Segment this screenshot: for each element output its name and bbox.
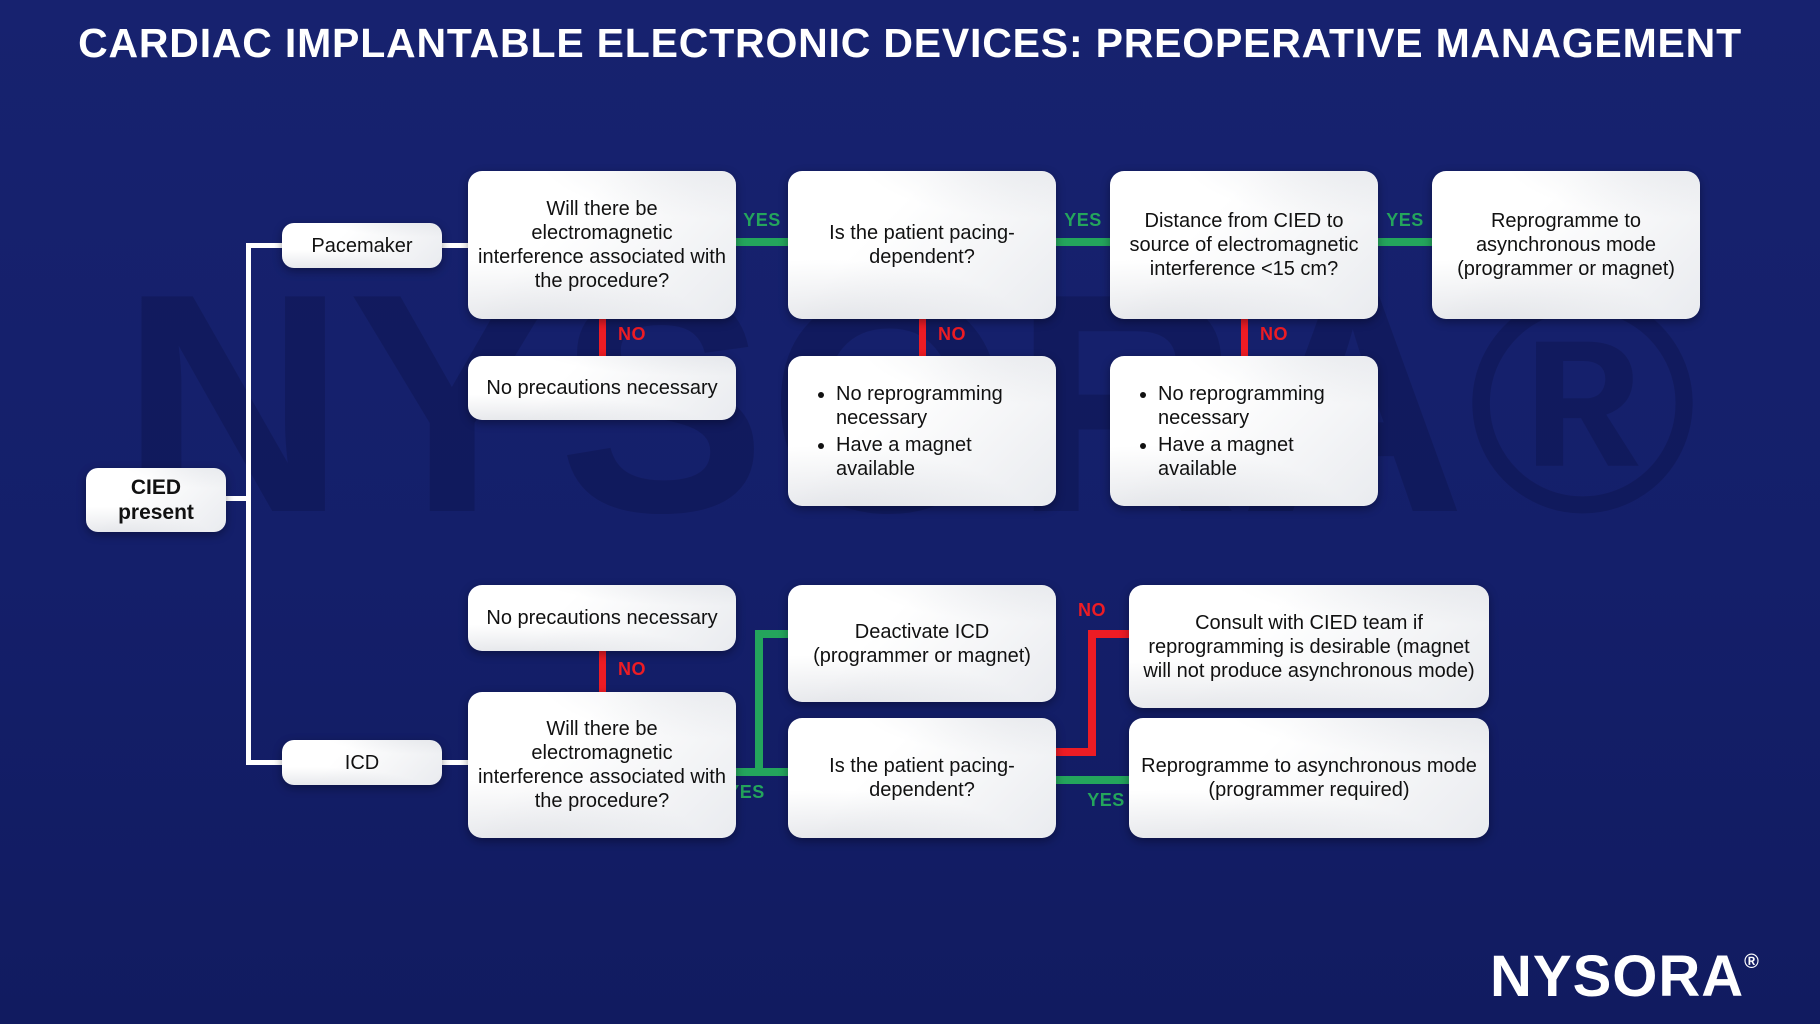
node-icd-deactivate: Deactivate ICD (programmer or magnet) <box>788 585 1056 702</box>
node-pm-emi-question: Will there be electromagnetic interferen… <box>468 171 736 319</box>
no-label: NO <box>618 658 646 679</box>
connector-no-icd-pacing-stub <box>1056 748 1096 756</box>
nysora-logo-text: NYSORA <box>1490 944 1745 1009</box>
no-label: NO <box>1260 323 1288 344</box>
connector-cied-trunk <box>226 496 251 501</box>
node-icd-reprogramme: Reprogramme to asynchronous mode (progra… <box>1129 718 1489 838</box>
yes-label: YES <box>1386 209 1424 230</box>
cied-label-line1: CIED <box>130 475 182 499</box>
page-title: CARDIAC IMPLANTABLE ELECTRONIC DEVICES: … <box>78 20 1742 66</box>
node-pm-pacing-question: Is the patient pacing-dependent? <box>788 171 1056 319</box>
cied-label-line2: present <box>118 501 194 524</box>
connector-yes-pm-3 <box>1378 238 1432 246</box>
node-pm-no-precautions: No precautions necessary <box>468 356 736 420</box>
no-label: NO <box>1078 599 1106 620</box>
connector-no-pm-1 <box>599 319 606 356</box>
node-pm-pacing-no-actions: No reprogramming necessary Have a magnet… <box>788 356 1056 506</box>
yes-label: YES <box>743 209 781 230</box>
node-pm-reprogramme: Reprogramme to asynchronous mode (progra… <box>1432 171 1700 319</box>
no-label: NO <box>618 323 646 344</box>
connector-trunk-pacemaker <box>246 243 282 248</box>
node-icd: ICD <box>282 740 442 785</box>
nysora-logo: NYSORA® <box>1490 948 1759 1006</box>
bullet-item: No reprogramming necessary <box>1158 382 1368 430</box>
registered-mark-icon: ® <box>1744 951 1759 973</box>
node-icd-emi-question: Will there be electromagnetic interferen… <box>468 692 736 838</box>
connector-no-pm-2 <box>919 319 926 356</box>
connector-yes-icd-vertical <box>755 630 763 776</box>
node-icd-no-precautions: No precautions necessary <box>468 585 736 651</box>
no-label: NO <box>938 323 966 344</box>
connector-no-icd-pacing-top <box>1088 630 1129 638</box>
bullet-item: Have a magnet available <box>836 433 1046 481</box>
node-icd-consult: Consult with CIED team if reprogramming … <box>1129 585 1489 708</box>
connector-yes-pm-2 <box>1056 238 1110 246</box>
connector-no-pm-3 <box>1241 319 1248 356</box>
connector-yes-icd-pacing <box>1056 776 1129 784</box>
connector-yes-icd-stub <box>755 630 788 638</box>
connector-yes-pm-1 <box>736 238 788 246</box>
node-pacemaker: Pacemaker <box>282 223 442 268</box>
connector-trunk-icd <box>246 760 282 765</box>
yes-label: YES <box>1087 789 1125 810</box>
bullet-list: No reprogramming necessary Have a magnet… <box>1120 379 1368 484</box>
trunk-line <box>246 243 251 765</box>
yes-label: YES <box>1064 209 1102 230</box>
node-cied-present: CIED present <box>86 468 226 532</box>
yes-label: YES <box>727 781 765 802</box>
connector-pacemaker-question <box>442 243 468 248</box>
connector-no-icd-emi <box>599 651 606 692</box>
bullet-item: Have a magnet available <box>1158 433 1368 481</box>
bullet-item: No reprogramming necessary <box>836 382 1046 430</box>
bullet-list: No reprogramming necessary Have a magnet… <box>798 379 1046 484</box>
node-pm-distance-question: Distance from CIED to source of electrom… <box>1110 171 1378 319</box>
connector-no-icd-pacing-vertical <box>1088 630 1096 756</box>
node-pm-distance-no-actions: No reprogramming necessary Have a magnet… <box>1110 356 1378 506</box>
node-icd-pacing-question: Is the patient pacing-dependent? <box>788 718 1056 838</box>
connector-icd-question <box>442 760 468 765</box>
